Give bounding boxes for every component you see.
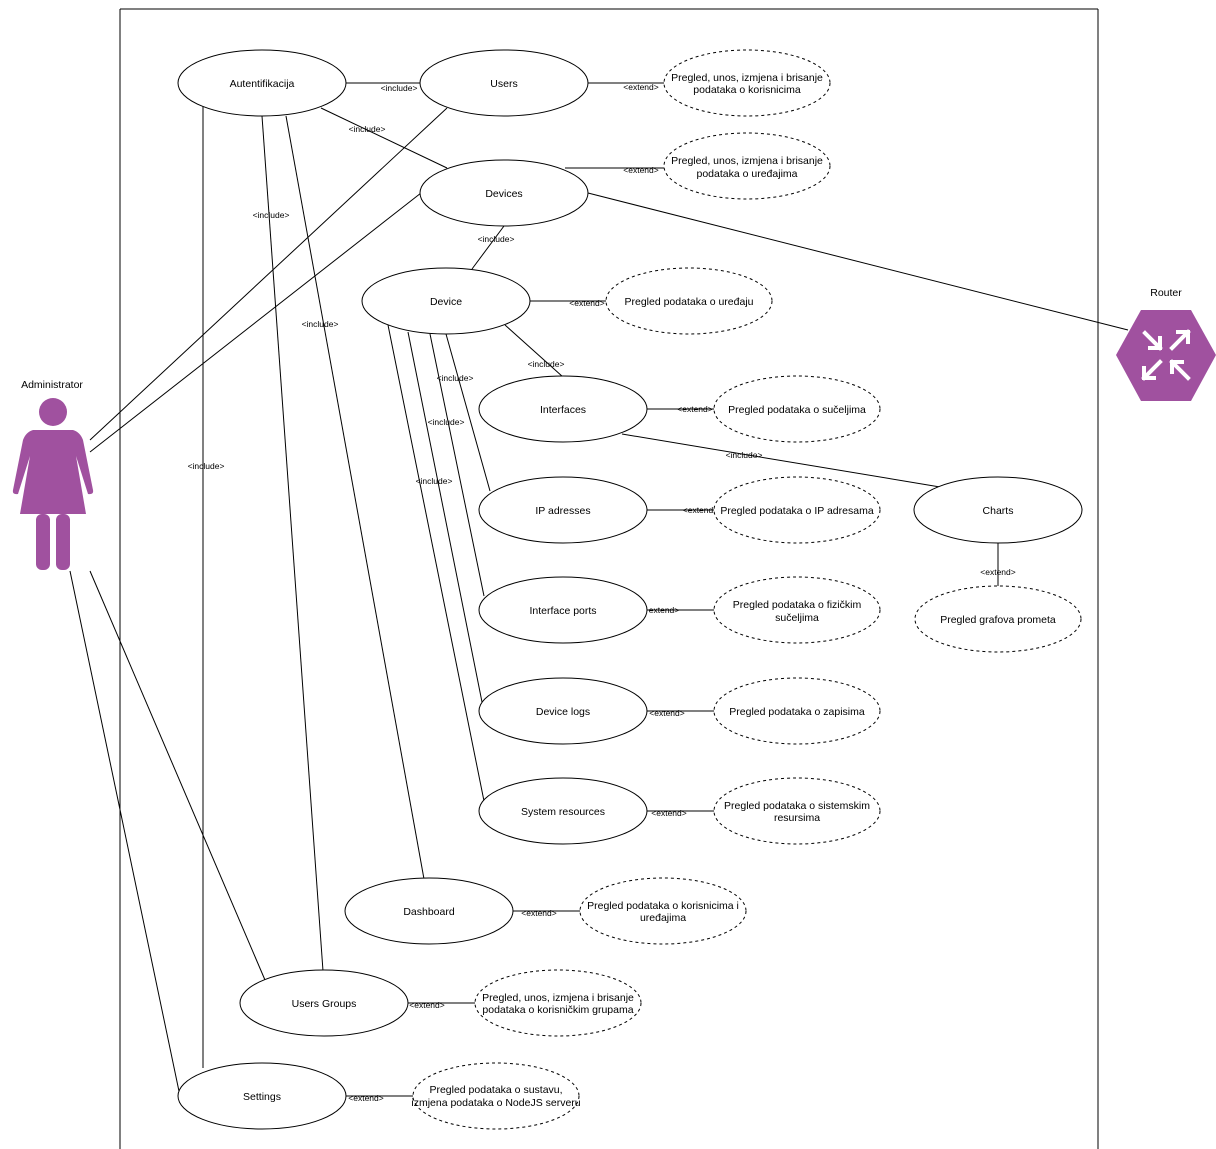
use-case-autentifikacija[interactable]: Autentifikacija bbox=[177, 49, 347, 117]
extension-users-groups[interactable]: Pregled, unos, izmjena i brisanje podata… bbox=[474, 969, 642, 1037]
use-case-devices[interactable]: Devices bbox=[419, 159, 589, 227]
person-icon bbox=[12, 398, 94, 570]
svg-text:resursima: resursima bbox=[774, 812, 820, 824]
extension-interface-ports[interactable]: Pregled podataka o fizičkim sučeljima bbox=[713, 576, 881, 644]
extend-label: extend> bbox=[649, 605, 680, 615]
extend-label: <extend bbox=[683, 505, 714, 515]
extend-label: <extend> bbox=[521, 908, 556, 918]
use-case-device[interactable]: Device bbox=[361, 267, 531, 335]
use-case-users-groups[interactable]: Users Groups bbox=[239, 969, 409, 1037]
include-label: <include> bbox=[478, 234, 515, 244]
extension-dashboard[interactable]: Pregled podataka o korisnicima i uređaji… bbox=[579, 877, 747, 945]
svg-text:Pregled grafova prometa: Pregled grafova prometa bbox=[940, 614, 1056, 626]
extend-label: <extend> bbox=[569, 298, 604, 308]
svg-text:Pregled podataka o IP adresama: Pregled podataka o IP adresama bbox=[720, 505, 873, 517]
extension-charts[interactable]: Pregled grafova prometa bbox=[914, 585, 1082, 653]
svg-text:Pregled, unos, izmjena i brisa: Pregled, unos, izmjena i brisanje bbox=[671, 155, 823, 167]
system-boundary bbox=[119, 8, 1099, 1149]
use-case-device-logs[interactable]: Device logs bbox=[478, 677, 648, 745]
router-icon bbox=[1116, 310, 1216, 401]
include-label: <include> bbox=[528, 359, 565, 369]
extend-label: <extend> bbox=[623, 82, 658, 92]
router-actor[interactable]: Router bbox=[1116, 287, 1216, 401]
include-label: <include> bbox=[416, 476, 453, 486]
include-label: <include> bbox=[437, 373, 474, 383]
svg-text:Pregled, unos, izmjena i brisa: Pregled, unos, izmjena i brisanje bbox=[671, 72, 823, 84]
svg-text:izmjena podataka o NodeJS serv: izmjena podataka o NodeJS serveru bbox=[411, 1097, 580, 1109]
svg-text:Device: Device bbox=[430, 296, 462, 308]
administrator-label: Administrator bbox=[21, 379, 83, 391]
relation-labels: <include> <extend> <include> <extend> <i… bbox=[188, 82, 1016, 1103]
svg-text:Pregled podataka o uređaju: Pregled podataka o uređaju bbox=[624, 296, 753, 308]
svg-text:Pregled podataka o sustavu,: Pregled podataka o sustavu, bbox=[429, 1084, 562, 1096]
extension-devices[interactable]: Pregled, unos, izmjena i brisanje podata… bbox=[663, 132, 831, 200]
svg-text:Users Groups: Users Groups bbox=[292, 998, 357, 1010]
use-case-system-resources[interactable]: System resources bbox=[478, 777, 648, 845]
svg-text:Device logs: Device logs bbox=[536, 706, 590, 718]
include-label: <include> bbox=[253, 210, 290, 220]
svg-text:Pregled, unos, izmjena i brisa: Pregled, unos, izmjena i brisanje bbox=[482, 992, 634, 1004]
extend-label: <extend> bbox=[348, 1093, 383, 1103]
use-case-interface-ports[interactable]: Interface ports bbox=[478, 576, 648, 644]
extend-label: <extend> bbox=[677, 404, 712, 414]
svg-text:podataka o korisnicima: podataka o korisnicima bbox=[693, 84, 801, 96]
svg-text:Pregled podataka o fizičkim: Pregled podataka o fizičkim bbox=[733, 599, 862, 611]
svg-text:Users: Users bbox=[490, 78, 517, 90]
relationship-lines bbox=[69, 82, 1129, 1097]
svg-text:Pregled podataka o korisnicima: Pregled podataka o korisnicima i bbox=[587, 900, 739, 912]
include-label: <include> bbox=[726, 450, 763, 460]
svg-text:Pregled podataka o sistemskim: Pregled podataka o sistemskim bbox=[724, 800, 870, 812]
use-case-settings[interactable]: Settings bbox=[177, 1062, 347, 1130]
extension-interfaces[interactable]: Pregled podataka o sučeljima bbox=[713, 375, 881, 443]
include-label: <include> bbox=[349, 124, 386, 134]
extend-label: <extend> bbox=[649, 708, 684, 718]
administrator-actor[interactable]: Administrator bbox=[12, 379, 94, 570]
svg-text:Interfaces: Interfaces bbox=[540, 404, 586, 416]
use-case-interfaces[interactable]: Interfaces bbox=[478, 375, 648, 443]
use-case-ip-adresses[interactable]: IP adresses bbox=[478, 476, 648, 544]
svg-text:uređajima: uređajima bbox=[640, 912, 686, 924]
svg-text:Devices: Devices bbox=[485, 188, 522, 200]
svg-text:podataka o korisničkim grupama: podataka o korisničkim grupama bbox=[482, 1004, 633, 1016]
use-case-dashboard[interactable]: Dashboard bbox=[344, 877, 514, 945]
extension-users[interactable]: Pregled, unos, izmjena i brisanje podata… bbox=[663, 49, 831, 117]
extend-label: <extend> bbox=[623, 165, 658, 175]
extension-ip-adresses[interactable]: Pregled podataka o IP adresama bbox=[713, 476, 881, 544]
use-case-users[interactable]: Users bbox=[419, 49, 589, 117]
include-label: <include> bbox=[302, 319, 339, 329]
include-label: <include> bbox=[381, 83, 418, 93]
extend-label: <extend> bbox=[980, 567, 1015, 577]
svg-text:Autentifikacija: Autentifikacija bbox=[230, 78, 295, 90]
svg-text:Settings: Settings bbox=[243, 1091, 281, 1103]
router-label: Router bbox=[1150, 287, 1182, 299]
svg-text:Charts: Charts bbox=[983, 505, 1014, 517]
include-label: <include> bbox=[188, 461, 225, 471]
svg-text:podataka o uređajima: podataka o uređajima bbox=[697, 168, 798, 180]
use-case-charts[interactable]: Charts bbox=[913, 476, 1083, 544]
include-label: <include> bbox=[428, 417, 465, 427]
svg-text:Dashboard: Dashboard bbox=[403, 906, 455, 918]
extension-system-resources[interactable]: Pregled podataka o sistemskim resursima bbox=[713, 777, 881, 845]
svg-text:System resources: System resources bbox=[521, 806, 605, 818]
extension-device[interactable]: Pregled podataka o uređaju bbox=[605, 267, 773, 335]
extend-label: <extend> bbox=[651, 808, 686, 818]
svg-text:IP adresses: IP adresses bbox=[535, 505, 590, 517]
extension-settings[interactable]: Pregled podataka o sustavu, izmjena poda… bbox=[411, 1062, 581, 1130]
extension-device-logs[interactable]: Pregled podataka o zapisima bbox=[713, 677, 881, 745]
svg-text:sučeljima: sučeljima bbox=[775, 612, 819, 624]
svg-text:Pregled podataka o zapisima: Pregled podataka o zapisima bbox=[729, 706, 865, 718]
extend-label: <extend> bbox=[409, 1000, 444, 1010]
svg-text:Interface ports: Interface ports bbox=[529, 605, 596, 617]
svg-text:Pregled podataka o sučeljima: Pregled podataka o sučeljima bbox=[728, 404, 866, 416]
